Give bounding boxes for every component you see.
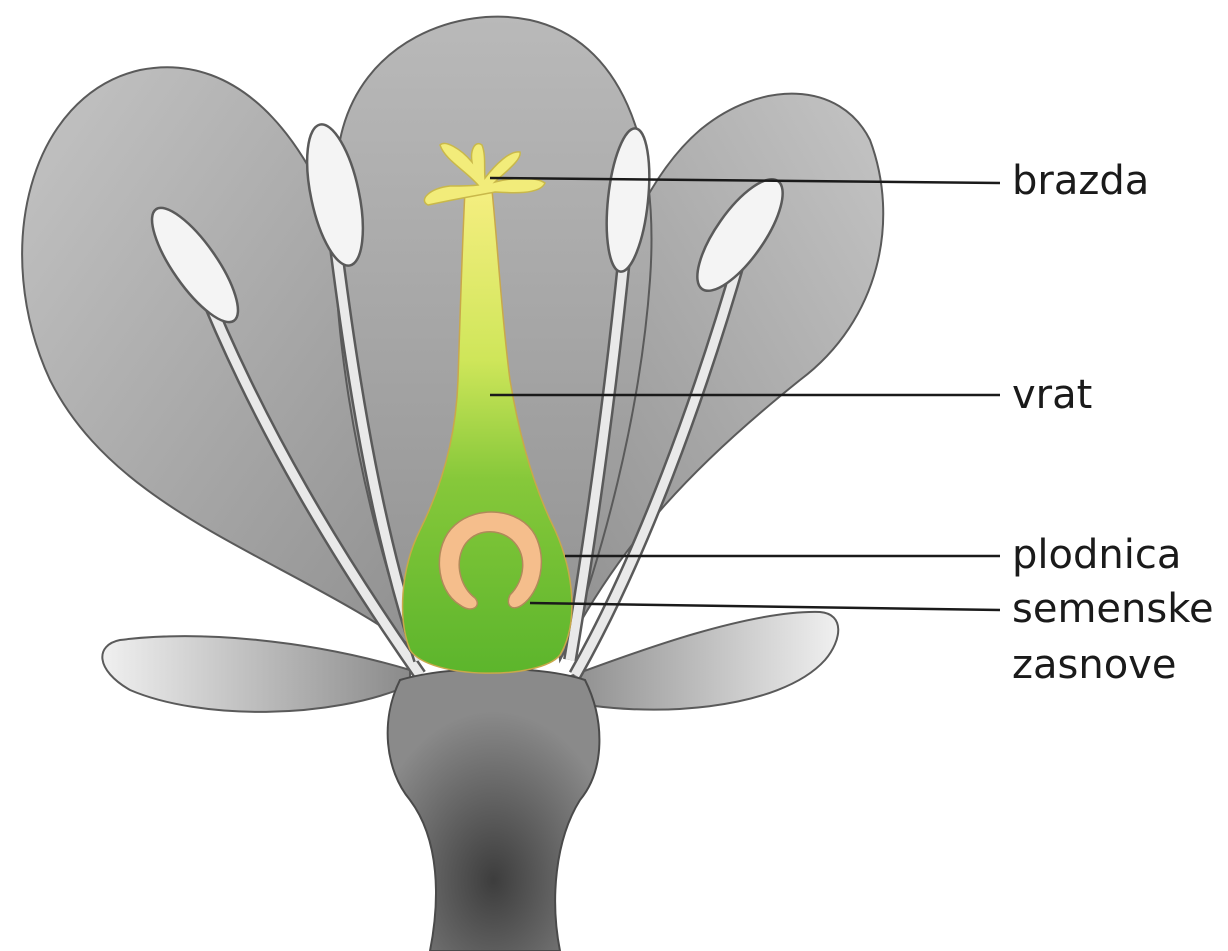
label-ovules-line2: zasnove (1012, 642, 1176, 688)
label-ovules-line1: semenske (1012, 586, 1214, 632)
leader-line-ovules (530, 603, 1000, 610)
sepal-left (102, 636, 410, 712)
label-ovary: plodnica (1012, 532, 1181, 578)
label-stigma: brazda (1012, 158, 1149, 204)
label-style: vrat (1012, 372, 1092, 418)
receptacle (388, 669, 600, 951)
